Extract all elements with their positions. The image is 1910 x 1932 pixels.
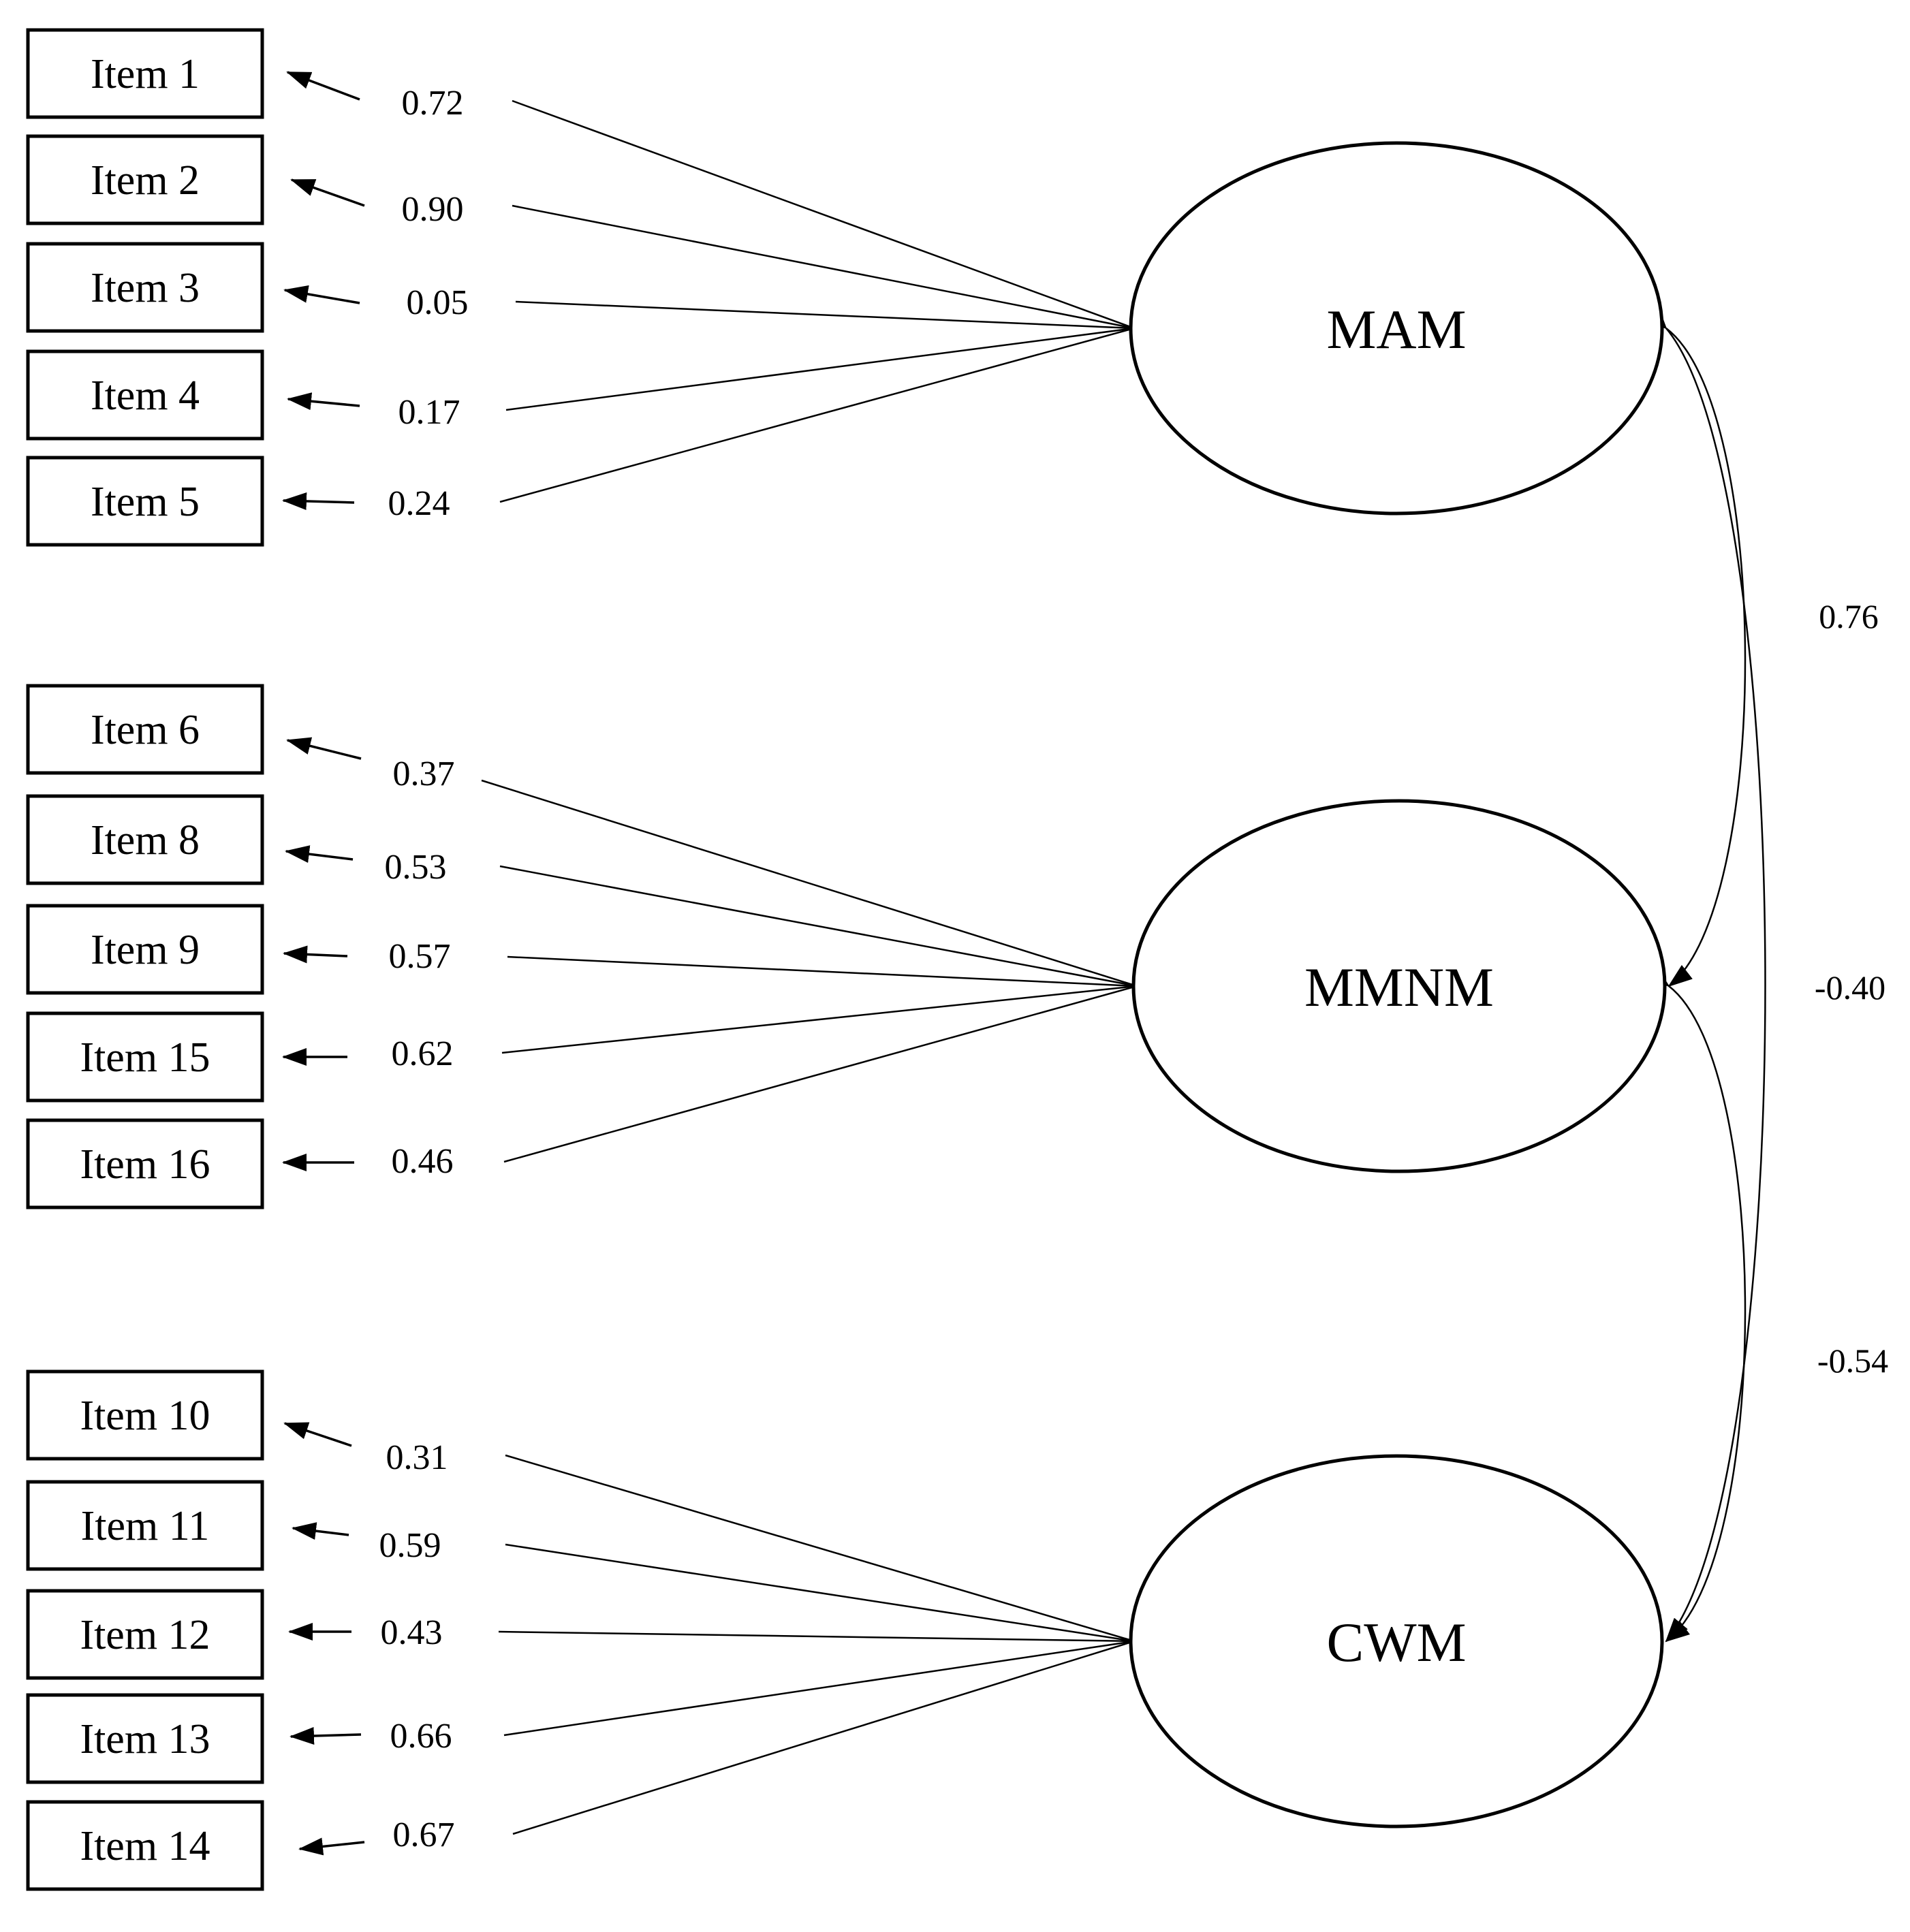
item-label: Item 10 xyxy=(80,1393,210,1439)
loading-value: 0.37 xyxy=(393,755,455,793)
loading-value: 0.46 xyxy=(392,1142,454,1181)
loading-path-cwm-1 xyxy=(505,1454,1135,1643)
loading-path-cwm-2 xyxy=(505,1543,1135,1643)
factor-ellipse-mmnm xyxy=(1131,799,1667,1173)
loading-value: 0.66 xyxy=(390,1717,452,1756)
item-label: Item 12 xyxy=(80,1612,210,1658)
loading-value: 0.72 xyxy=(402,84,464,123)
loading-path-cwm-5 xyxy=(512,1640,1135,1835)
item-box xyxy=(26,1118,264,1209)
correlation-value: 0.76 xyxy=(1819,597,1879,635)
item-label: Item 13 xyxy=(80,1716,210,1762)
item-box xyxy=(26,242,264,333)
loading-path-cwm-3 xyxy=(498,1630,1135,1643)
item-box xyxy=(26,1589,264,1680)
loading-path-mmnm-4 xyxy=(501,985,1138,1054)
loading-value: 0.53 xyxy=(385,848,447,887)
loading-path-mam-3 xyxy=(515,300,1135,330)
item-label: Item 6 xyxy=(91,707,200,753)
loading-arrow-mam-3 xyxy=(283,285,360,304)
loading-arrow-mam-5 xyxy=(282,492,355,510)
item-label: Item 15 xyxy=(80,1034,210,1081)
loading-path-mmnm-1 xyxy=(481,779,1138,987)
loading-arrow-cwm-1 xyxy=(283,1422,352,1447)
loading-arrow-mmnm-3 xyxy=(283,945,348,964)
loading-path-mam-2 xyxy=(512,204,1135,330)
factor-ellipse-cwm xyxy=(1129,1454,1664,1828)
loading-arrow-mam-1 xyxy=(286,71,360,101)
factor-label-mam: MAM xyxy=(1326,298,1466,360)
nodes-layer: 0.72 Item 1 0.90 Item 2 0.05 Item 3 0.17 Item 4… xyxy=(26,28,1888,1891)
loading-arrow-mam-4 xyxy=(287,392,360,411)
item-box xyxy=(26,904,264,995)
loading-path-mmnm-5 xyxy=(503,985,1138,1163)
loading-arrow-cwm-2 xyxy=(292,1522,349,1540)
loading-path-mam-4 xyxy=(505,327,1135,411)
item-box xyxy=(26,1480,264,1571)
loading-value: 0.59 xyxy=(379,1526,441,1565)
loading-value: 0.05 xyxy=(407,283,469,322)
loading-value: 0.90 xyxy=(402,190,464,229)
item-label: Item 1 xyxy=(91,51,200,97)
correlation-paths-layer xyxy=(1642,304,1766,1643)
item-box xyxy=(26,1800,264,1891)
loading-value: 0.17 xyxy=(398,393,460,432)
loading-arrow-mam-2 xyxy=(290,178,365,207)
loading-paths-layer xyxy=(282,71,1138,1856)
factor-label-mmnm: MMNM xyxy=(1304,956,1494,1018)
item-label: Item 4 xyxy=(91,373,200,419)
item-box xyxy=(26,134,264,225)
item-label: Item 16 xyxy=(80,1141,210,1188)
loading-value: 0.43 xyxy=(381,1613,443,1652)
item-label: Item 11 xyxy=(81,1503,210,1549)
correlation-value: -0.40 xyxy=(1815,968,1885,1007)
factor-ellipse-mam xyxy=(1129,141,1664,516)
item-box xyxy=(26,684,264,775)
loading-value: 0.31 xyxy=(386,1438,448,1477)
item-box xyxy=(26,349,264,441)
correlation-path-mmnm-cwm xyxy=(1645,964,1747,1643)
loading-value: 0.24 xyxy=(388,484,450,523)
loading-path-mmnm-3 xyxy=(507,955,1138,987)
correlation-path-mam-mmnm xyxy=(1642,307,1747,987)
loading-value: 0.62 xyxy=(392,1034,454,1073)
loading-path-cwm-4 xyxy=(503,1640,1135,1737)
item-box xyxy=(26,1011,264,1103)
loading-value: 0.57 xyxy=(389,937,451,976)
item-label: Item 8 xyxy=(91,817,200,864)
loading-path-mmnm-2 xyxy=(499,865,1138,987)
loading-arrow-mmnm-2 xyxy=(285,845,354,864)
loading-path-mam-5 xyxy=(499,327,1135,503)
loading-path-mam-1 xyxy=(512,99,1135,330)
correlation-value: -0.54 xyxy=(1817,1342,1888,1380)
item-label: Item 14 xyxy=(80,1823,210,1869)
item-box xyxy=(26,28,264,119)
loading-arrow-mmnm-1 xyxy=(286,737,362,760)
item-box xyxy=(26,1369,264,1461)
item-box xyxy=(26,456,264,547)
item-label: Item 9 xyxy=(91,927,200,973)
item-label: Item 3 xyxy=(91,265,200,311)
loading-arrow-cwm-5 xyxy=(298,1837,365,1856)
loading-value: 0.67 xyxy=(393,1816,455,1854)
correlation-path-mam-cwm xyxy=(1644,304,1766,1643)
item-label: Item 2 xyxy=(91,157,200,204)
item-label: Item 5 xyxy=(91,479,200,525)
loading-arrow-cwm-4 xyxy=(289,1727,362,1745)
factor-label-cwm: CWM xyxy=(1327,1611,1467,1673)
item-box xyxy=(26,1693,264,1784)
item-box xyxy=(26,794,264,885)
